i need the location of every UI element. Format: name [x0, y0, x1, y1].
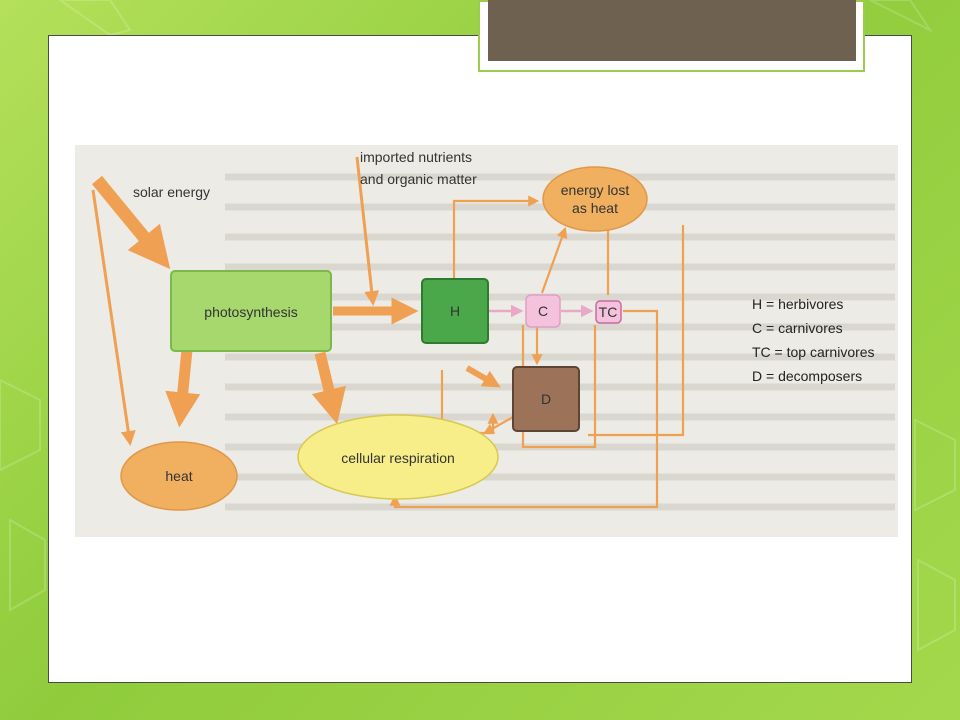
arrow-decomposers-to-respiration [483, 416, 514, 435]
heat-node: heat [120, 441, 238, 511]
legend-item-decomposers: D = decomposers [752, 368, 862, 384]
carnivores-label: C [538, 303, 548, 319]
herbivores-label: H [450, 303, 460, 319]
heat-label: heat [165, 468, 192, 484]
arrow-photosynthesis-to-heat [165, 349, 201, 428]
ecosystem-energy-flow-diagram: photosynthesis heat cellular respiration… [75, 145, 898, 537]
title-placeholder-bar [488, 0, 856, 61]
herbivores-node: H [421, 278, 489, 344]
legend-item-carnivores: C = carnivores [752, 320, 843, 336]
cellular-respiration-label: cellular respiration [341, 450, 455, 466]
legend: H = herbivores C = carnivores TC = top c… [752, 296, 875, 384]
legend-item-herbivores: H = herbivores [752, 296, 843, 312]
energy-lost-label-line2: as heat [572, 200, 618, 216]
arrow-carnivores-to-energy-lost [540, 226, 568, 294]
arrow-outer-return-loop [588, 237, 685, 437]
decomposers-label: D [541, 391, 551, 407]
energy-lost-label-line1: energy lost [561, 182, 630, 198]
arrow-imported-nutrients [355, 156, 380, 306]
arrow-solar-to-heat [91, 189, 136, 446]
cellular-respiration-node: cellular respiration [297, 414, 499, 500]
arrow-photosynthesis-to-respiration [311, 351, 346, 425]
top-carnivores-node: TC [595, 300, 622, 324]
solar-energy-label: solar energy [133, 184, 210, 200]
top-carnivores-label: TC [599, 304, 618, 320]
legend-item-top-carnivores: TC = top carnivores [752, 344, 875, 360]
imported-nutrients-label-line1: imported nutrients [360, 149, 472, 165]
main-energy-arrows [91, 156, 501, 446]
arrow-herbivores-to-decomposers [465, 365, 501, 388]
arrow-solar-to-photosynthesis [91, 175, 171, 270]
carnivores-node: C [525, 294, 561, 328]
arrow-topcarnivores-return-loop [389, 309, 659, 509]
arrow-herbivores-to-energy-lost [452, 195, 540, 280]
photosynthesis-node: photosynthesis [170, 270, 332, 352]
imported-nutrients-label-line2: and organic matter [360, 171, 477, 187]
photosynthesis-label: photosynthesis [204, 304, 297, 320]
energy-lost-node: energy lost as heat [542, 166, 648, 232]
decomposers-node: D [512, 366, 580, 432]
